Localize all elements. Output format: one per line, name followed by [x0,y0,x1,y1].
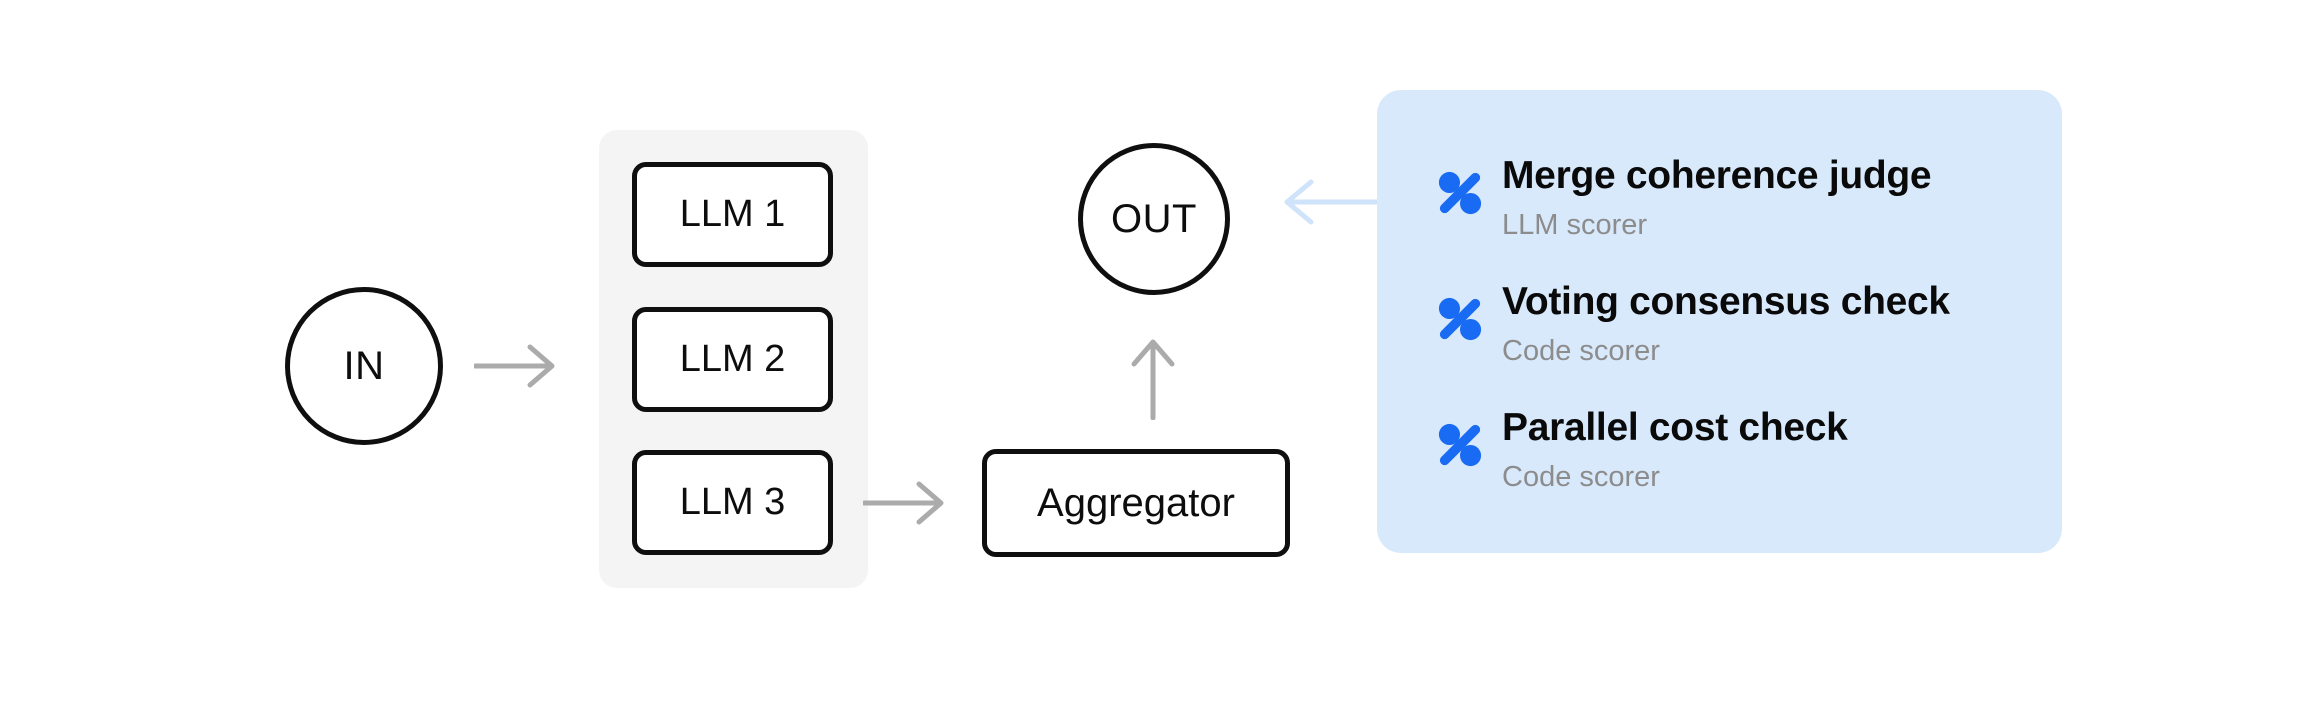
scorer-item-voting-consensus-check: Voting consensus check Code scorer [1437,279,2022,369]
scorer-title: Parallel cost check [1502,406,1848,449]
scorer-subtitle: Code scorer [1502,335,1660,367]
percent-icon [1437,170,1483,216]
scorer-title: Merge coherence judge [1502,154,1932,197]
scorer-item-parallel-cost-check: Parallel cost check Code scorer [1437,405,2022,495]
node-out-label: OUT [1111,196,1197,241]
node-out: OUT [1078,143,1230,295]
percent-icon [1437,296,1483,342]
arrow-panel-to-out-icon [1283,177,1379,227]
node-llm-2-label: LLM 2 [679,338,786,380]
node-llm-2: LLM 2 [632,307,833,412]
scorers-panel: Merge coherence judge LLM scorer Voting … [1377,90,2062,553]
scorer-subtitle: Code scorer [1502,461,1660,493]
node-in: IN [285,287,443,445]
arrow-in-to-llms-icon [474,342,556,390]
scorer-subtitle: LLM scorer [1502,209,1648,241]
node-llm-1-label: LLM 1 [679,193,786,235]
scorer-item-merge-coherence-judge: Merge coherence judge LLM scorer [1437,153,2022,243]
node-aggregator-label: Aggregator [1037,480,1235,525]
node-in-label: IN [343,343,385,388]
node-llm-1: LLM 1 [632,162,833,267]
node-aggregator: Aggregator [982,449,1290,557]
scorer-title: Voting consensus check [1502,280,1950,323]
node-llm-3-label: LLM 3 [679,481,786,523]
arrow-aggregator-to-out-icon [1129,338,1177,420]
arrow-llm3-to-aggregator-icon [863,479,945,527]
percent-icon [1437,422,1483,468]
node-llm-3: LLM 3 [632,450,833,555]
